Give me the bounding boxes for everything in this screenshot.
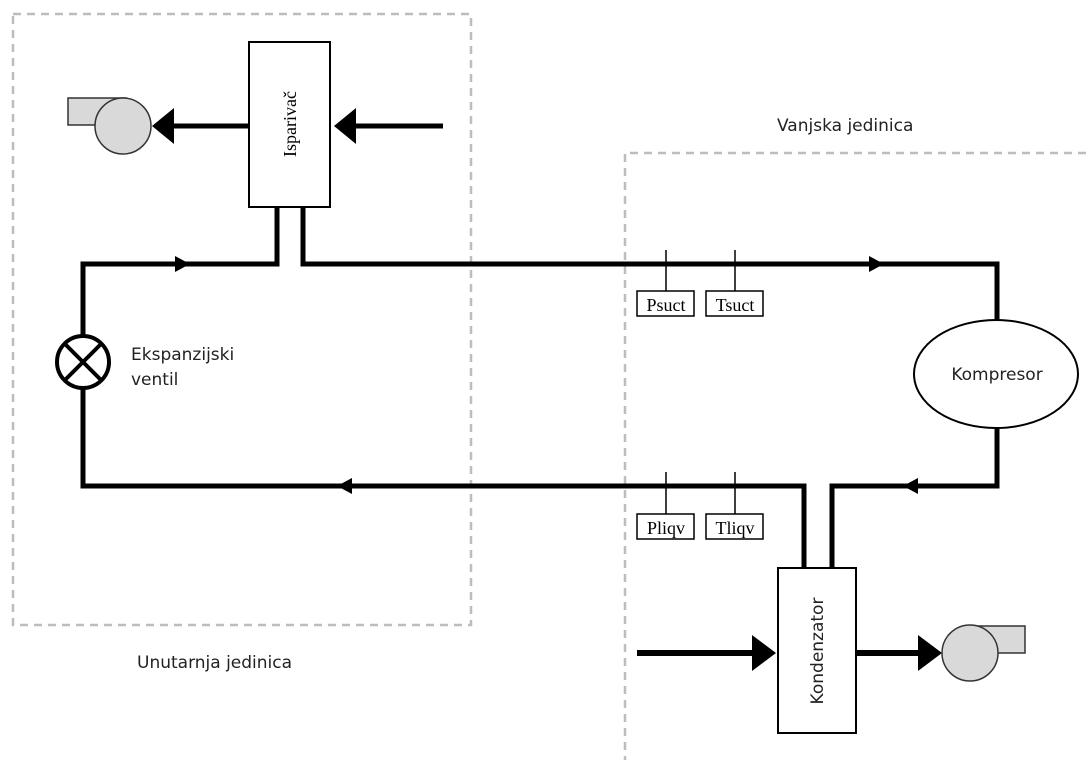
flow-arrows — [175, 256, 918, 494]
evaporator-air-inlet-arrow-icon — [334, 108, 356, 144]
evaporator-fan-icon — [67, 97, 152, 155]
discharge-line — [829, 428, 1000, 568]
sensor-psuct: Psuct — [636, 250, 695, 317]
sensor-tliqv-label: Tliqv — [716, 518, 755, 538]
evaporator-label: Isparivač — [280, 91, 300, 157]
sensor-tliqv: Tliqv — [705, 472, 764, 540]
flow-arrow-right-icon — [175, 256, 190, 272]
suction-line — [300, 207, 1000, 320]
sensor-pliqv: Pliqv — [636, 472, 695, 540]
flow-arrow-left-icon — [903, 478, 918, 494]
outdoor-unit-label: Vanjska jedinica — [777, 116, 913, 136]
evaporator-box — [248, 41, 331, 208]
flow-arrow-right-icon — [869, 256, 884, 272]
sensor-pliqv-label: Pliqv — [647, 518, 685, 538]
compressor-shape — [913, 319, 1079, 429]
expansion-valve-label-line1: Ekspanzijski — [131, 345, 234, 365]
expansion-valve-label-line2: ventil — [131, 370, 178, 390]
liquid-line — [80, 388, 807, 568]
condenser-fan-icon — [941, 624, 1026, 682]
flow-arrow-left-icon — [337, 478, 352, 494]
indoor-unit-label: Unutarnja jedinica — [137, 653, 292, 673]
sensor-tsuct-label: Tsuct — [716, 295, 755, 315]
sensor-tsuct: Tsuct — [705, 250, 764, 317]
condenser-air-inlet-arrow-icon — [752, 635, 776, 671]
refrigerant-piping — [80, 207, 1000, 568]
condenser-box — [777, 567, 857, 734]
evaporator-inlet-line — [80, 207, 280, 336]
indoor-unit-boundary — [11, 12, 473, 627]
sensor-psuct-label: Psuct — [646, 295, 685, 315]
compressor-label: Kompresor — [951, 365, 1042, 385]
condenser-label: Kondenzator — [808, 598, 828, 705]
expansion-valve-icon — [55, 334, 111, 390]
condenser-air-outlet-arrow-icon — [918, 635, 942, 671]
evaporator-air-outlet-arrow-icon — [152, 108, 174, 144]
